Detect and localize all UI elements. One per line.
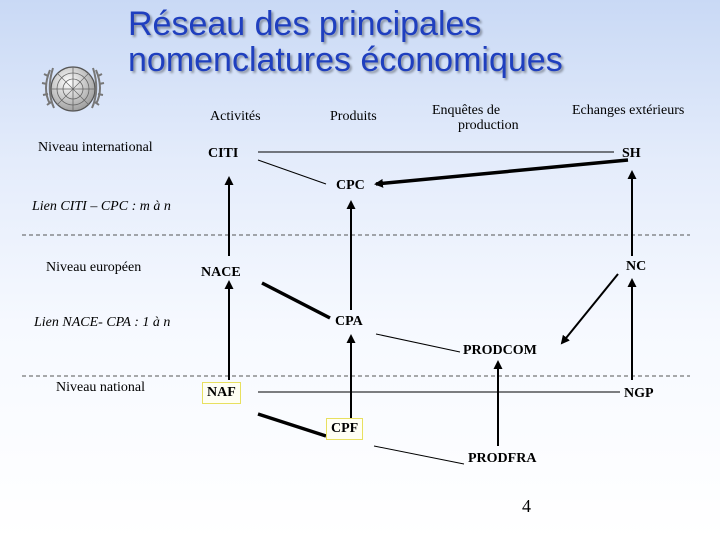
link-nace-cpa: Lien NACE- CPA : 1 à n (34, 315, 171, 330)
level-national: Niveau national (56, 380, 146, 395)
node-naf: NAF (202, 382, 241, 404)
node-sh: SH (622, 146, 641, 161)
column-header-echanges: Echanges extérieurs (572, 103, 685, 118)
node-nc: NC (626, 259, 647, 274)
node-ngp: NGP (624, 386, 654, 401)
un-emblem-icon (41, 66, 105, 112)
slide-title: Réseau des principales nomenclatures éco… (128, 6, 563, 78)
node-prodfra: PRODFRA (468, 451, 537, 466)
edge-nc-prodcom (560, 273, 619, 345)
level-international: Niveau international (38, 140, 153, 155)
column-header-enquetes-line-2: production (458, 118, 519, 133)
column-header-activites: Activités (210, 109, 261, 124)
link-citi-cpc: Lien CITI – CPC : m à n (32, 199, 171, 214)
edge-citi-cpc (257, 159, 327, 185)
title-line-2: nomenclatures économiques (128, 41, 563, 79)
node-cpc: CPC (336, 178, 365, 193)
column-header-produits: Produits (330, 109, 377, 124)
node-nace: NACE (201, 265, 241, 280)
node-cpf: CPF (326, 418, 364, 440)
edge-naf-cpf (257, 412, 327, 438)
level-europeen: Niveau européen (46, 260, 142, 275)
edge-cpa-prodcom (375, 333, 461, 353)
node-citi: CITI (208, 146, 239, 161)
page-number: 4 (522, 496, 531, 516)
column-header-enquetes-line-1: Enquêtes de (432, 103, 501, 118)
edge-nace-cpa (261, 281, 331, 320)
edge-sh-cpc (374, 158, 629, 188)
node-cpa: CPA (335, 314, 363, 329)
edge-cpf-prodfra (373, 445, 465, 465)
node-prodcom: PRODCOM (463, 343, 537, 358)
title-line-1: Réseau des principales (128, 5, 482, 43)
